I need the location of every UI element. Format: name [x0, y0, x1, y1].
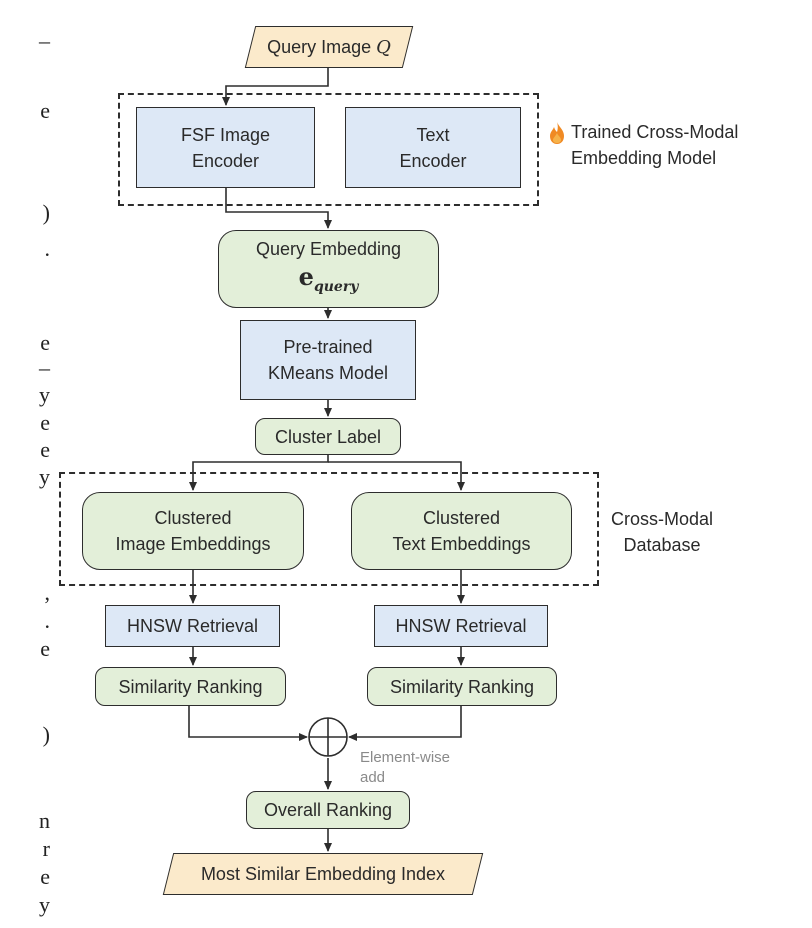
elementwise-line1: Element-wise	[360, 749, 451, 766]
margin-fragment: e	[40, 864, 50, 889]
database-label: Cross-Modal Database	[611, 506, 713, 558]
similarity-ranking-left: Similarity Ranking	[95, 667, 286, 706]
embedding-subscript: query	[313, 278, 359, 295]
arrow-cluster-to-image-emb	[189, 455, 329, 491]
text-encoder-line2: Encoder	[399, 150, 467, 171]
trained-model-label-line1: Trained Cross-Modal	[571, 122, 739, 142]
clustered-image-line2: Image Embeddings	[115, 534, 271, 554]
margin-fragment: –	[39, 355, 50, 380]
trained-model-label-line2: Embedding Model	[571, 148, 717, 168]
text-encoder-line1: Text	[416, 124, 450, 145]
fsf-image-encoder: FSF Image Encoder	[136, 107, 315, 188]
query-image-variable: Q	[376, 36, 391, 58]
margin-fragment: e	[40, 636, 50, 661]
text-encoder: Text Encoder	[345, 107, 521, 188]
database-label-line1: Cross-Modal	[611, 509, 714, 529]
embedding-symbol-e: e	[298, 262, 314, 292]
margin-fragment: .	[44, 608, 51, 633]
clustered-text-embeddings: Clustered Text Embeddings	[351, 492, 572, 570]
flame-icon	[550, 122, 564, 144]
clustered-image-embeddings: Clustered Image Embeddings	[82, 492, 304, 570]
clustered-text-line1: Clustered	[422, 508, 501, 528]
kmeans-line2: KMeans Model	[267, 363, 389, 383]
kmeans-line1: Pre-trained	[283, 337, 373, 357]
output-index-label: Most Similar Embedding Index	[200, 863, 446, 884]
hnsw-left-label: HNSW Retrieval	[126, 616, 259, 636]
margin-fragment: )	[42, 200, 50, 225]
clustered-image-line1: Clustered	[154, 508, 232, 528]
margin-fragment: y	[39, 892, 50, 917]
query-image-label: Query Image	[267, 36, 377, 57]
margin-fragment: y	[39, 382, 50, 407]
overall-ranking-label: Overall Ranking	[263, 800, 393, 820]
left-margin-text: – e ) . e – y e e y , . e ) n r e y	[0, 0, 60, 928]
margin-fragment: y	[39, 464, 50, 489]
margin-fragment: n	[39, 808, 50, 833]
hnsw-right-label: HNSW Retrieval	[395, 616, 527, 636]
arrow-sim-left-to-add	[188, 706, 308, 741]
hnsw-retrieval-right: HNSW Retrieval	[374, 605, 548, 647]
margin-fragment: )	[42, 722, 50, 747]
margin-fragment: .	[44, 236, 51, 261]
cluster-label-node: Cluster Label	[255, 418, 401, 455]
cluster-label-text: Cluster Label	[274, 426, 382, 447]
plus-circle-icon	[308, 717, 348, 757]
margin-fragment: e	[40, 98, 50, 123]
margin-fragment: e	[40, 410, 50, 435]
arrow-cluster-to-text-emb	[328, 461, 465, 491]
query-embedding-label: Query Embedding	[255, 239, 402, 260]
output-index-node: Most Similar Embedding Index	[162, 853, 484, 895]
trained-model-group	[118, 93, 539, 206]
margin-fragment: r	[42, 836, 50, 861]
fsf-encoder-line1: FSF Image	[180, 124, 271, 145]
query-embedding-node: Query Embedding equery	[218, 230, 439, 308]
arrow-query-to-fsf	[222, 68, 329, 106]
elementwise-add-label: Element-wise add	[360, 748, 450, 788]
arrow-sim-right-to-add	[348, 706, 462, 741]
query-embedding-symbol: equery	[299, 262, 359, 302]
margin-fragment: ,	[44, 580, 51, 605]
kmeans-model-node: Pre-trained KMeans Model	[240, 320, 416, 400]
cross-modal-database-group	[59, 472, 599, 586]
trained-model-label: Trained Cross-Modal Embedding Model	[571, 119, 738, 171]
similarity-right-label: Similarity Ranking	[389, 676, 535, 697]
similarity-ranking-right: Similarity Ranking	[367, 667, 557, 706]
hnsw-retrieval-left: HNSW Retrieval	[105, 605, 280, 647]
margin-fragment: –	[39, 28, 50, 53]
overall-ranking-node: Overall Ranking	[246, 791, 410, 829]
margin-fragment: e	[40, 330, 50, 355]
fsf-encoder-line2: Encoder	[191, 150, 260, 171]
similarity-left-label: Similarity Ranking	[118, 676, 263, 697]
arrow-fsf-to-embedding	[225, 188, 332, 229]
query-image-node: Query Image Q	[244, 26, 414, 68]
clustered-text-line2: Text Embeddings	[392, 534, 531, 554]
elementwise-line2: add	[360, 769, 386, 786]
margin-fragment: e	[40, 437, 50, 462]
database-label-line2: Database	[623, 535, 701, 555]
